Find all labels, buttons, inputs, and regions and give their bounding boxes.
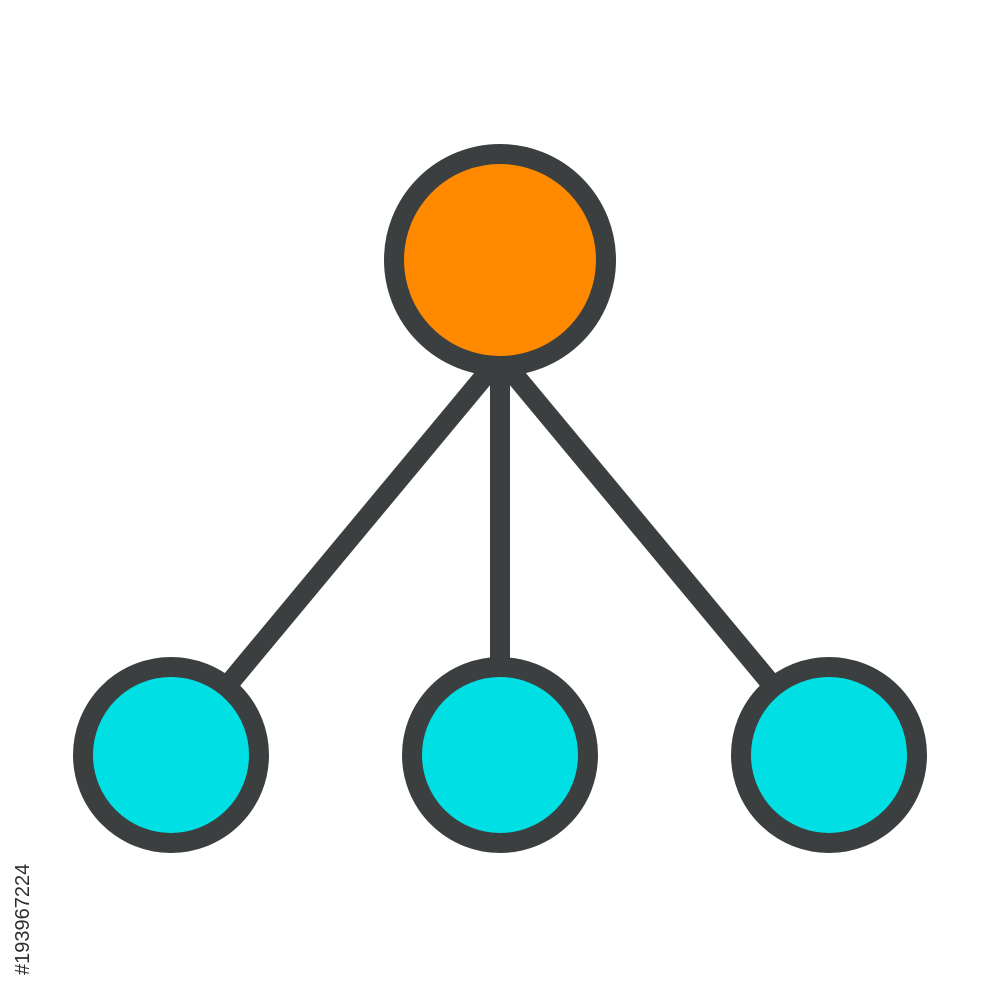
connector-root-to-left <box>224 365 496 687</box>
root-node <box>384 144 616 376</box>
child-node-right <box>731 657 927 853</box>
connector-root-to-right <box>504 365 776 687</box>
child-node-left <box>73 657 269 853</box>
child-node-center <box>402 657 598 853</box>
